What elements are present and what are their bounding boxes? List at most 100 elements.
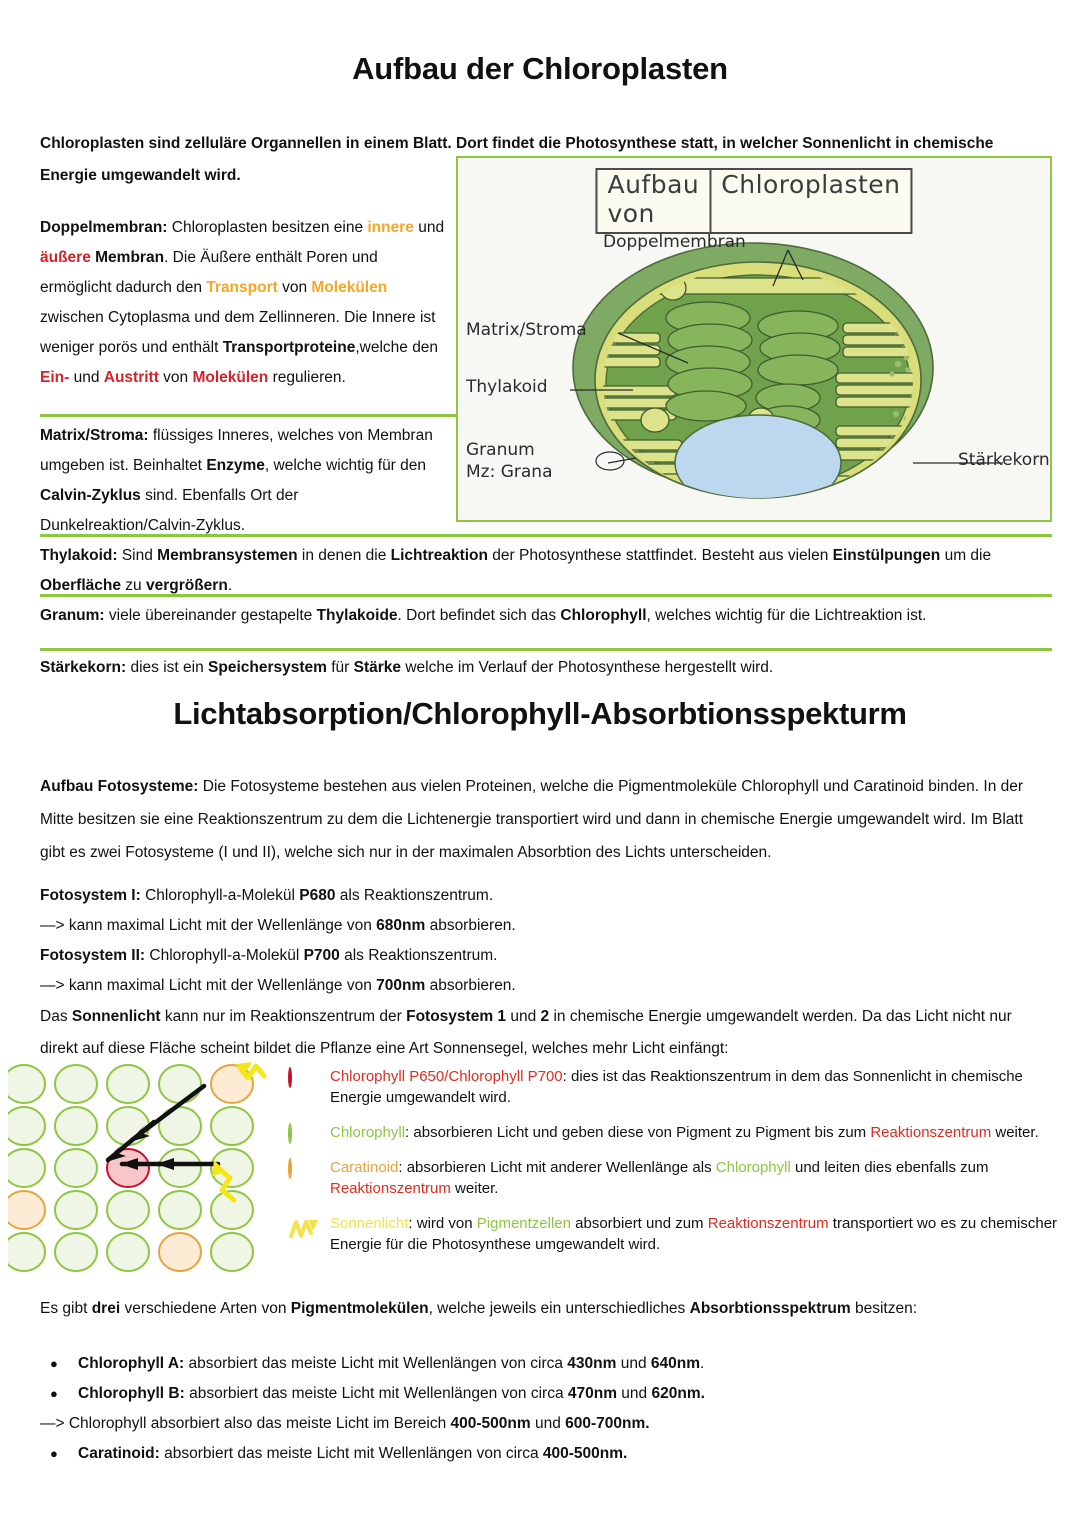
closing-list: Chlorophyll A: absorbiert das meiste Lic… <box>40 1349 1052 1469</box>
hl-absorbtionsspektrum: Absorbtionsspektrum <box>689 1300 851 1317</box>
doppel-t4: von <box>277 279 312 296</box>
ci2-t1: —> Chlorophyll absorbiert also das meist… <box>40 1415 451 1432</box>
cl-t1: Es gibt <box>40 1300 92 1317</box>
list-item-arrow: —> Chlorophyll absorbiert also das meist… <box>40 1409 1052 1439</box>
gra-t2: . Dort befindet sich das <box>397 607 561 624</box>
fs1-t2: als Reaktionszentrum. <box>335 887 494 904</box>
line-fotosystem-1-arrow: —> kann maximal Licht mit der Wellenläng… <box>40 911 1052 941</box>
section-granum: Granum: viele übereinander gestapelte Th… <box>40 601 1052 631</box>
pigment-circle-green <box>2 1232 46 1272</box>
zigzag-sunlight-icon <box>288 1214 318 1244</box>
ci1-t2: und <box>617 1385 652 1402</box>
hl-speichersystem: Speichersystem <box>208 659 327 676</box>
legend-hl2-3: Reaktionszentrum <box>330 1180 451 1197</box>
hl-einstuelpungen: Einstülpungen <box>832 547 941 564</box>
divider-4 <box>40 648 1052 651</box>
list-item: Caratinoid: absorbiert das meiste Licht … <box>40 1439 1052 1469</box>
legend-hl-2: Reaktionszentrum <box>870 1124 992 1141</box>
thy-t1: Sind <box>117 547 158 564</box>
thy-t4: um die <box>940 547 992 564</box>
label-granum-abbrev: Mz: Grana <box>466 462 553 482</box>
hl-membran: Membran <box>90 249 165 266</box>
term-thylakoid: Thylakoid: <box>40 547 118 564</box>
legend-text-4c: transportiert wo es zu chemischer Energi… <box>330 1215 1058 1253</box>
cl-t3: , welche jeweils ein unterschiedliches <box>428 1300 690 1317</box>
pigment-circle-green <box>54 1106 98 1146</box>
section-doppelmembran: Doppelmembran: Chloroplasten besitzen ei… <box>40 213 452 393</box>
sta-t3: welche im Verlauf der Photosynthese herg… <box>401 659 774 676</box>
thy-t5: zu <box>120 577 146 594</box>
matrix-t1: flüssiges Inneres, welches von Membran u… <box>40 427 433 474</box>
hl-molekuelen-1: Molekülen <box>311 279 388 296</box>
value-640nm: 640nm <box>650 1355 701 1372</box>
pigment-circle-green <box>106 1190 150 1230</box>
legend-key-1: Chlorophyll P650/Chlorophyll P700 <box>330 1068 563 1085</box>
hl-staerke: Stärke <box>353 659 402 676</box>
fs2a-t2: absorbieren. <box>425 977 516 994</box>
doppel-t7: und <box>69 369 104 386</box>
pigment-circle-green <box>158 1148 202 1188</box>
page-title-2: Lichtabsorption/Chlorophyll-Absorbtionss… <box>173 696 907 731</box>
hl-membransystemen: Membransystemen <box>157 547 298 564</box>
pigment-circle-green <box>2 1148 46 1188</box>
hl-transport: Transport <box>206 279 278 296</box>
circle-red-icon <box>288 1067 318 1097</box>
ci0-t1: absorbiert das meiste Licht mit Wellenlä… <box>184 1355 568 1372</box>
label-doppelmembran: Doppelmembran <box>603 232 746 252</box>
doppel-t1: Chloroplasten besitzen eine <box>167 219 368 236</box>
pigment-circle-green <box>158 1190 202 1230</box>
pigment-circle-green <box>2 1064 46 1104</box>
son-t1: Das <box>40 1008 72 1025</box>
term-granum: Granum: <box>40 607 105 624</box>
ci0-t2: und <box>616 1355 651 1372</box>
line-fotosystem-2: Fotosystem II: Chlorophyll-a-Molekül P70… <box>40 941 1052 971</box>
pigment-circle-green <box>2 1106 46 1146</box>
label-thylakoid: Thylakoid <box>466 377 548 397</box>
section-thylakoid: Thylakoid: Sind Membransystemen in denen… <box>40 541 1052 601</box>
intro-text: Chloroplasten sind zelluläre Organnellen… <box>40 135 994 184</box>
hl-aeussere: äußere <box>40 249 91 266</box>
value-430nm: 430nm <box>567 1355 617 1372</box>
paragraph-sonnenlicht: Das Sonnenlicht kann nur im Reaktionszen… <box>40 1001 1052 1065</box>
term-aufbau-fotosysteme: Aufbau Fotosysteme: <box>40 778 199 795</box>
page-title-1: Aufbau der Chloroplasten <box>352 51 728 86</box>
legend-text-3a: : absorbieren Licht mit anderer Wellenlä… <box>398 1159 716 1176</box>
pigment-circle-green <box>106 1232 150 1272</box>
hl-oberflaeche: Oberfläche <box>40 577 121 594</box>
legend-hl-4: Pigmentzellen <box>476 1215 571 1232</box>
line-fotosystem-1: Fotosystem I: Chlorophyll-a-Molekül P680… <box>40 881 1052 911</box>
gra-t1: viele übereinander gestapelte <box>104 607 317 624</box>
list-item: Chlorophyll A: absorbiert das meiste Lic… <box>40 1349 1052 1379</box>
son-t5: in chemische Energie umgewandelt werden.… <box>40 1008 1012 1057</box>
doppel-t2: und <box>413 219 445 236</box>
hl-transportproteine: Transportproteine <box>222 339 356 356</box>
ci0-t3: . <box>700 1355 705 1372</box>
hl-molekuelen-2: Molekülen <box>192 369 269 386</box>
value-400-500nm: 400-500nm <box>450 1415 531 1432</box>
legend-text-1: : dies ist das Reaktionszentrum in dem d… <box>330 1068 1023 1106</box>
pigment-grid-diagram <box>2 1060 278 1275</box>
value-680nm: 680nm <box>376 917 426 934</box>
pigment-grid-svg <box>2 1062 267 1272</box>
hl-lichtreaktion: Lichtreaktion <box>390 547 488 564</box>
legend-hl-3: Chlorophyll <box>715 1159 791 1176</box>
hl-n1: 1 <box>497 1008 507 1025</box>
legend-text-4b: absorbiert und zum <box>570 1215 708 1232</box>
page-title-2-wrap: Lichtabsorption/Chlorophyll-Absorbtionss… <box>0 696 1080 731</box>
hl-ein: Ein- <box>40 369 70 386</box>
value-620nm: 620nm. <box>651 1385 705 1402</box>
legend-text-3c: weiter. <box>450 1180 499 1197</box>
chloroplast-diagram: Aufbau von Chloroplasten <box>456 156 1052 522</box>
doppel-t6: ,welche den <box>355 339 439 356</box>
cl-t4: besitzen: <box>850 1300 918 1317</box>
cl-t2: verschiedene Arten von <box>120 1300 291 1317</box>
pigment-circle-orange <box>2 1190 46 1230</box>
pigment-circle-green <box>210 1232 254 1272</box>
term-fotosystem-1: Fotosystem I: <box>40 887 141 904</box>
pigment-circle-green <box>158 1064 202 1104</box>
legend-hl2-4: Reaktionszentrum <box>707 1215 829 1232</box>
hl-drei: drei <box>91 1300 121 1317</box>
term-fotosystem-2: Fotosystem II: <box>40 947 146 964</box>
pigment-circle-green <box>54 1064 98 1104</box>
